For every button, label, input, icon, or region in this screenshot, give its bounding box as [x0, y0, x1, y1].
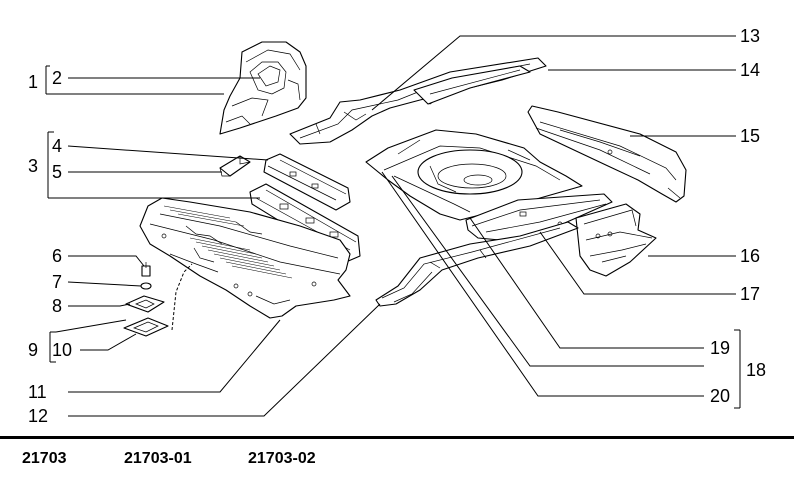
leader-10	[80, 333, 137, 351]
callout-numbers: 1 2 3 4 5 6 7 8 9 10 11 12 13 14 15 16 1…	[28, 26, 766, 426]
leader-13	[371, 35, 736, 111]
callout-6: 6	[52, 246, 62, 266]
leader-6	[68, 255, 145, 267]
callout-16: 16	[740, 246, 760, 266]
leader-7	[67, 281, 142, 287]
callout-17: 17	[740, 284, 760, 304]
callout-7: 7	[52, 272, 62, 292]
callout-5: 5	[52, 162, 62, 182]
part-spare-wheel-floor	[365, 129, 583, 221]
part-wheel-arch-housing	[219, 41, 307, 135]
part-rear-bracket-box	[575, 203, 657, 277]
leader-19	[469, 217, 704, 349]
callout-14: 14	[740, 60, 760, 80]
model-code-row: 21703 21703-01 21703-02	[0, 450, 794, 474]
callout-13: 13	[740, 26, 760, 46]
callout-20: 20	[710, 386, 730, 406]
leader-4	[67, 145, 269, 161]
model-code-1: 21703	[22, 450, 67, 467]
callout-8: 8	[52, 296, 62, 316]
leader-9-bracket	[49, 319, 127, 363]
leader-11	[68, 319, 281, 393]
leader-3-bracket	[47, 131, 260, 199]
callout-2: 2	[52, 68, 62, 88]
callout-15: 15	[740, 126, 760, 146]
callout-19: 19	[710, 338, 730, 358]
leader-1-bracket	[45, 65, 224, 95]
part-rear-end-panel	[527, 105, 687, 203]
callout-3: 3	[28, 156, 38, 176]
model-code-3: 21703-02	[248, 450, 316, 467]
part-bracket	[219, 155, 251, 177]
part-front-floor-side-member	[375, 221, 579, 307]
leader-18-bracket	[734, 329, 741, 409]
leader-17	[539, 231, 736, 295]
footer-divider	[0, 436, 794, 439]
callout-4: 4	[52, 136, 62, 156]
leader-lines	[45, 35, 741, 417]
part-fastener-stack	[123, 262, 193, 337]
part-rear-floor-panel	[139, 197, 351, 319]
callout-11: 11	[28, 382, 47, 402]
callout-1: 1	[28, 72, 38, 92]
callout-10: 10	[52, 340, 72, 360]
leader-8	[68, 303, 131, 307]
leader-20	[381, 171, 704, 397]
part-upper-side-rail	[289, 57, 547, 145]
callout-9: 9	[28, 340, 38, 360]
callout-18: 18	[746, 360, 766, 380]
part-cross-member-upper	[263, 153, 351, 211]
leader-12	[68, 303, 381, 417]
callout-12: 12	[28, 406, 48, 426]
leader-19-20-extra	[391, 175, 704, 367]
model-code-2: 21703-01	[124, 450, 192, 467]
